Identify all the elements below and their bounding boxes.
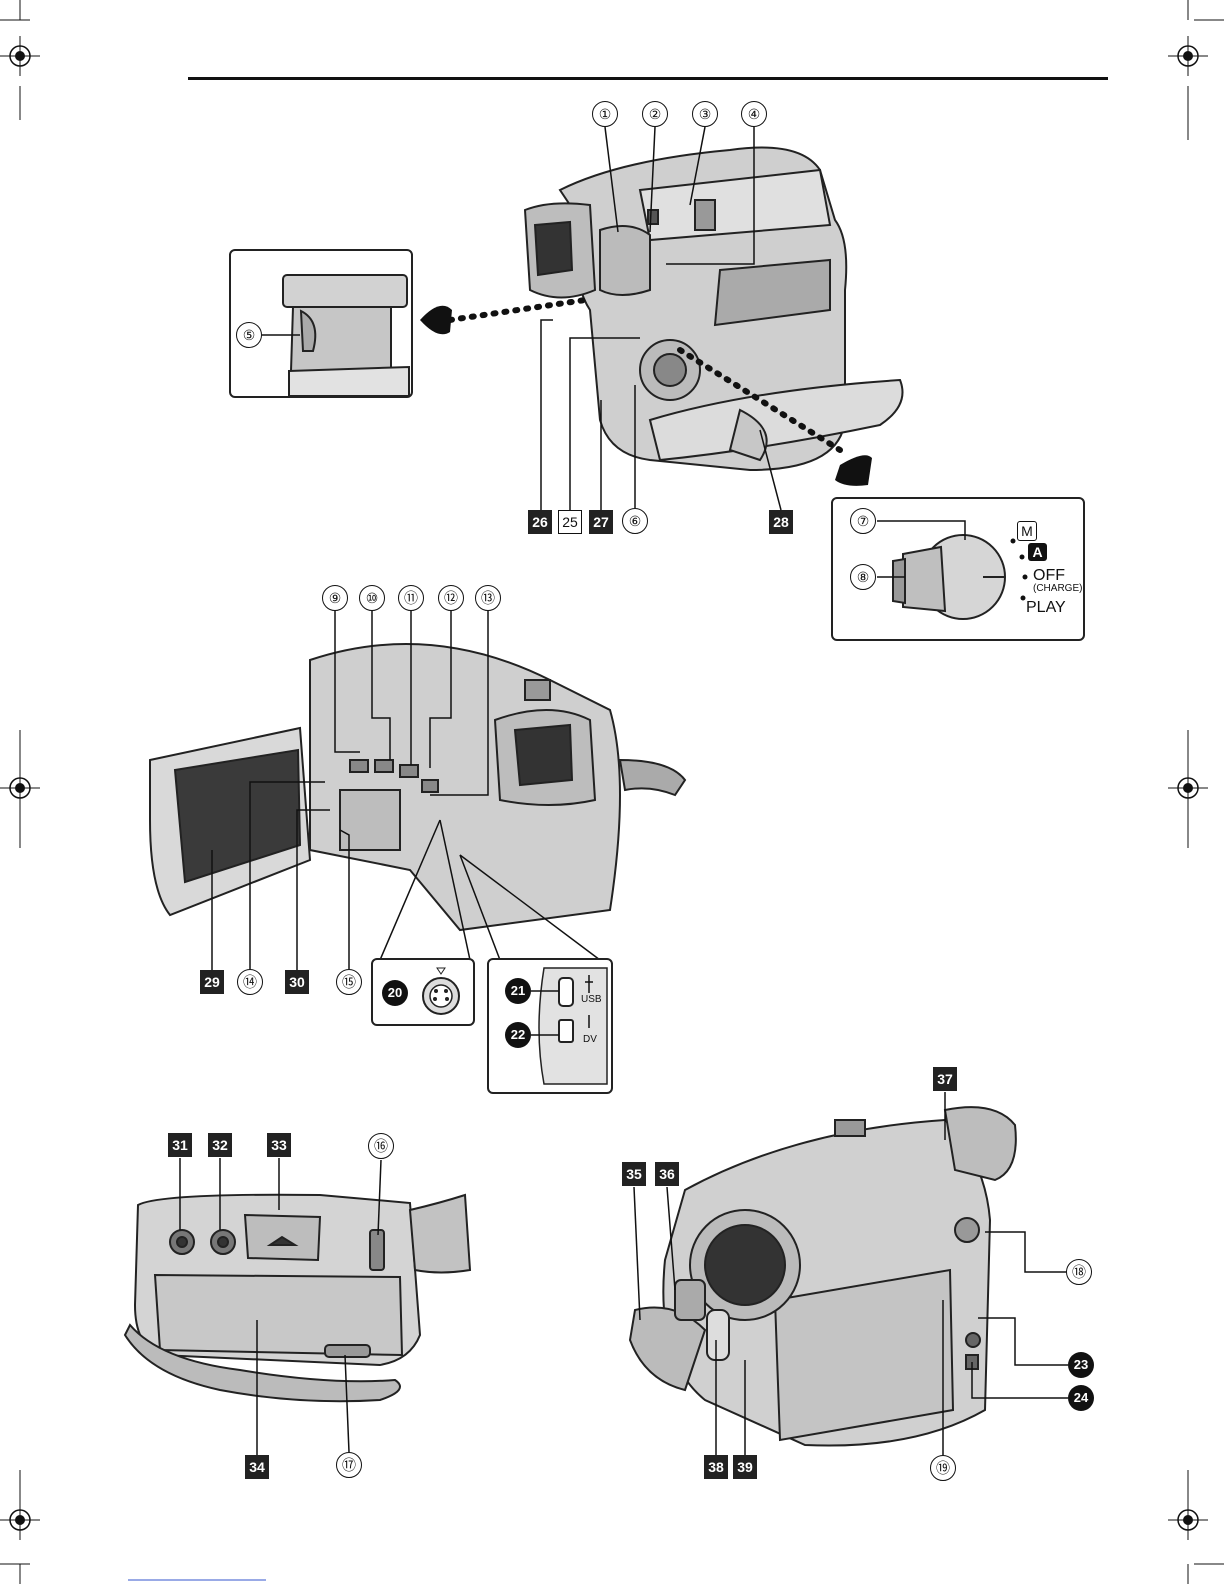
leader-lines-bottom-right — [0, 0, 1224, 1584]
